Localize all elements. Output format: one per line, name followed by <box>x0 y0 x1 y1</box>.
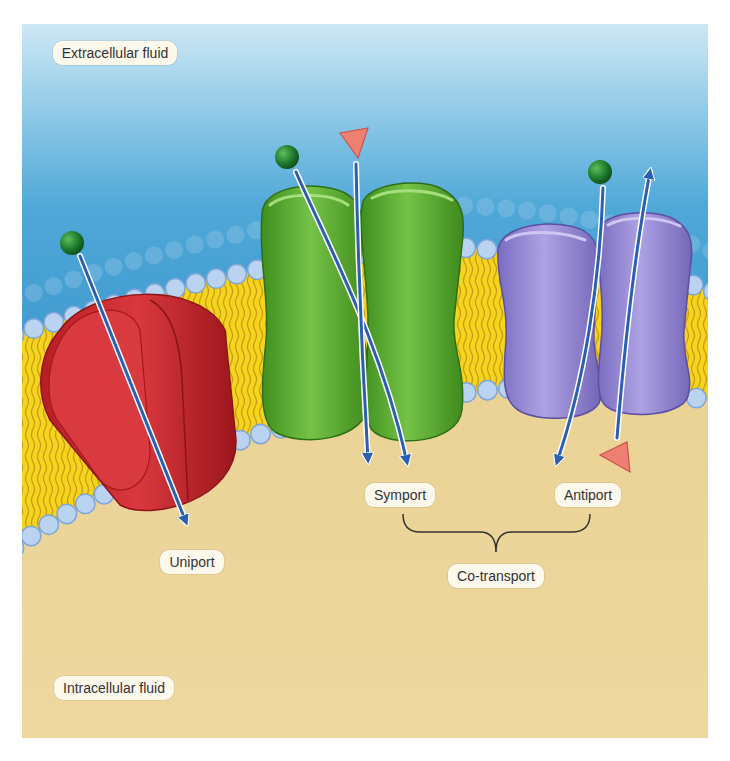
arrow-halo <box>617 172 650 438</box>
arrow-halo <box>557 188 603 462</box>
label-text: Co-transport <box>457 567 535 585</box>
label-pill: Extracellular fluid <box>53 41 178 65</box>
transport-arrow <box>617 172 650 438</box>
antiport-protein-lobe <box>598 213 692 415</box>
solute-ball <box>60 231 84 255</box>
label-text: Extracellular fluid <box>62 44 169 62</box>
symport-highlight <box>372 191 452 200</box>
antiport-protein <box>498 213 692 419</box>
solute-triangle <box>600 442 630 472</box>
label-pill: Uniport <box>160 550 223 574</box>
solute-triangle <box>340 128 368 158</box>
solute-ball <box>275 145 299 169</box>
transport-arrow <box>80 256 186 522</box>
label-pill: Antiport <box>555 483 621 507</box>
arrow-halo <box>296 172 407 462</box>
label-pill: Intracellular fluid <box>54 676 174 700</box>
arrow-halo <box>80 256 186 522</box>
solute-ball <box>588 160 612 184</box>
label-text: Antiport <box>564 486 612 504</box>
antiport-protein-lobe <box>498 224 601 418</box>
label-text: Uniport <box>169 553 214 571</box>
extracellular-ground <box>22 24 708 548</box>
label-pill: Co-transport <box>448 564 544 588</box>
transport-arrow <box>296 172 407 462</box>
transport-arrow <box>356 164 368 460</box>
uniport-protein-groove <box>150 300 188 500</box>
transport-arrow <box>557 188 603 462</box>
antiport-highlight <box>506 233 585 241</box>
label-text: Symport <box>374 486 426 504</box>
label-pill: Symport <box>365 483 435 507</box>
arrow-halo <box>356 164 368 460</box>
symport-protein-lobe <box>261 186 370 440</box>
label-text: Intracellular fluid <box>63 679 165 697</box>
grouping-brace <box>403 514 590 552</box>
symport-protein-lobe <box>361 183 463 441</box>
